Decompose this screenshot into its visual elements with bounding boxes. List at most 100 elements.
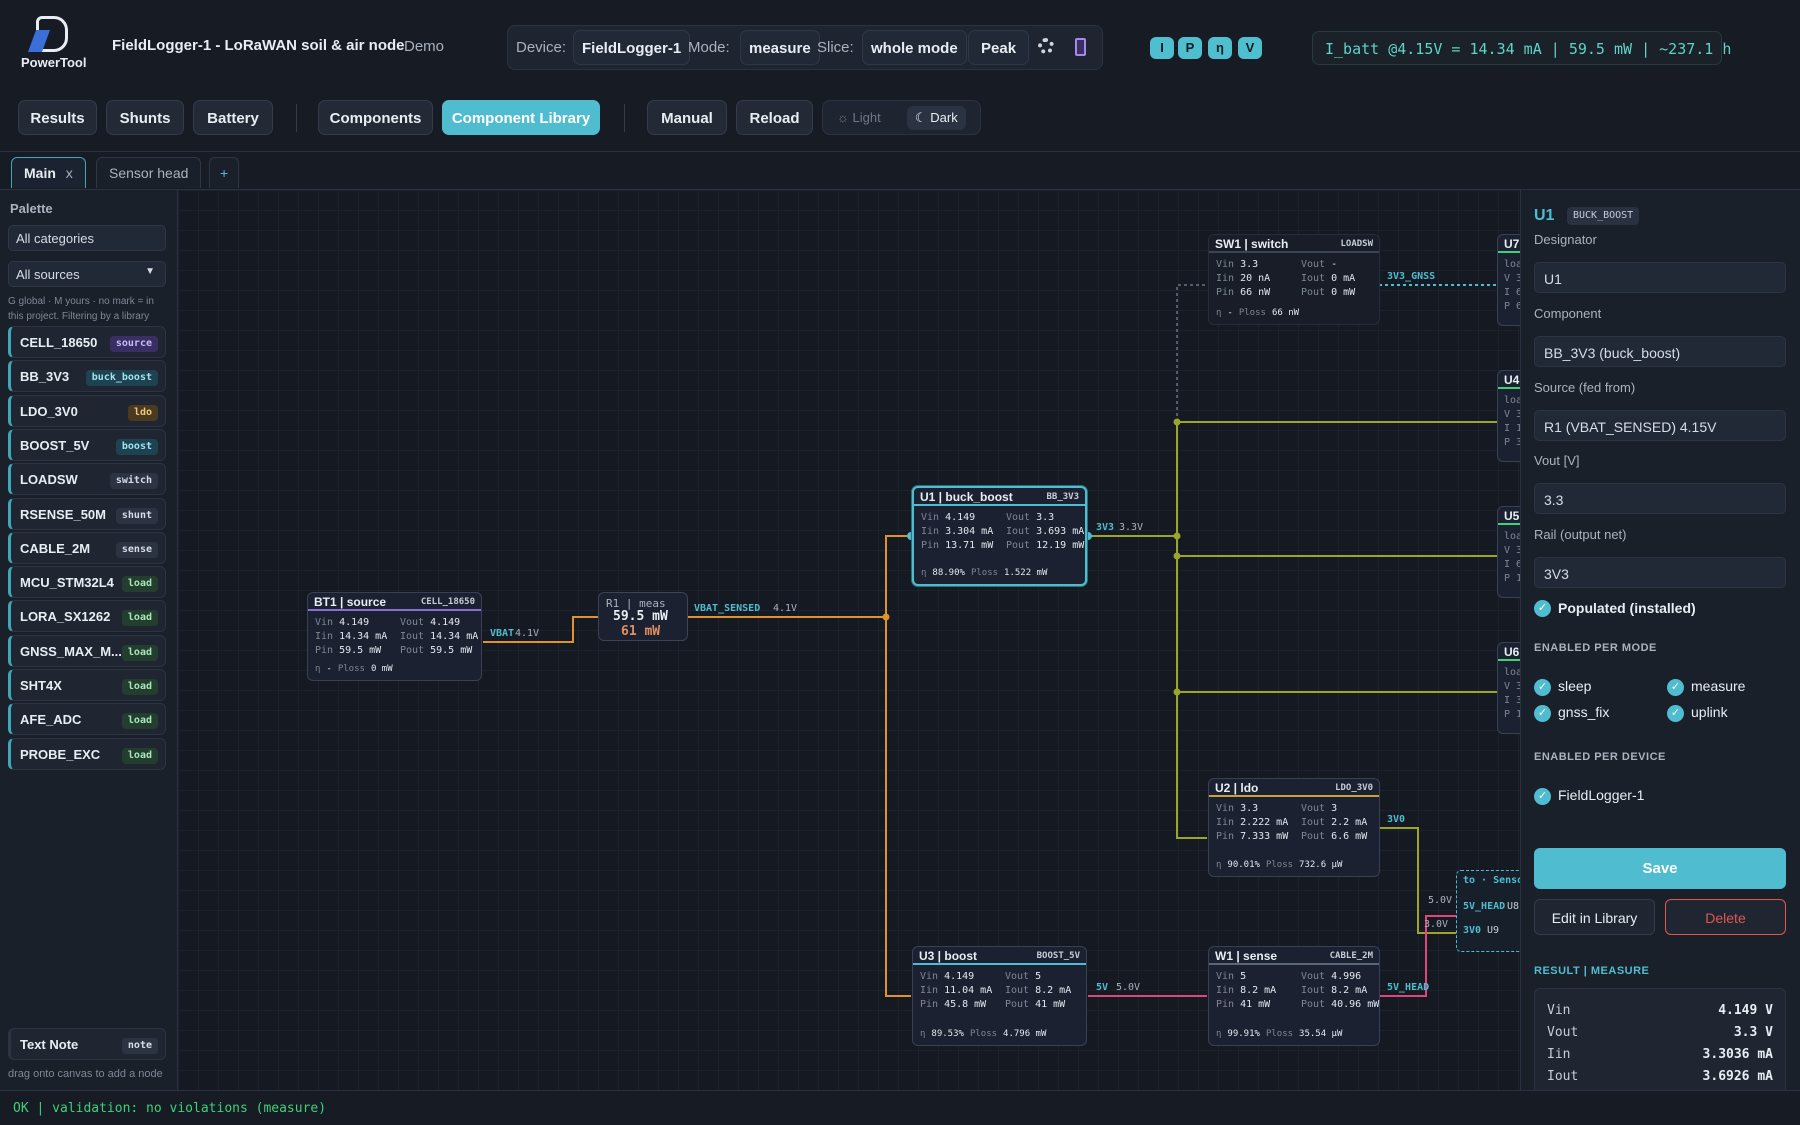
tab-main[interactable]: Main x: [11, 157, 86, 188]
shunts-button[interactable]: Shunts: [106, 100, 184, 135]
node-vin-value: 5: [1240, 971, 1247, 982]
net-label-3v3[interactable]: 3V3: [1096, 522, 1115, 533]
palette-item-name: CELL_18650: [20, 335, 98, 350]
net-label-3v3-gnss[interactable]: 3V3_GNSS: [1387, 271, 1436, 282]
node-pout-key: Pout: [1301, 287, 1326, 298]
category-filter[interactable]: All categories: [8, 225, 166, 251]
junction-dot: [882, 613, 890, 621]
edit-in-library-button[interactable]: Edit in Library: [1534, 899, 1655, 935]
schematic-canvas[interactable]: VBAT 4.1V VBAT_SENSED 4.1V 3V3 3.3V 3V3_…: [178, 190, 1520, 1090]
save-button[interactable]: Save: [1534, 848, 1786, 889]
net-label-3v0[interactable]: 3V0: [1387, 814, 1406, 825]
mode-gnss-fix-checkbox[interactable]: ✓: [1534, 705, 1551, 722]
results-button[interactable]: Results: [18, 100, 97, 135]
net-voltage-vbat: 4.1V: [515, 628, 540, 639]
tab-sensor-head[interactable]: Sensor head: [96, 157, 202, 188]
node-pout-key: Pout: [1005, 999, 1030, 1010]
rail-input[interactable]: 3V3: [1534, 557, 1786, 588]
node-title: U4: [1504, 373, 1520, 387]
mode-measure-checkbox[interactable]: ✓: [1667, 679, 1684, 696]
metric-current-toggle[interactable]: I: [1150, 37, 1174, 59]
source-filter[interactable]: All sources▼: [8, 261, 166, 287]
net-label-5v[interactable]: 5V: [1096, 982, 1109, 993]
theme-dark-option[interactable]: ☾ Dark: [907, 106, 966, 130]
toolbar-divider: [296, 104, 297, 132]
palette-item-name: AFE_ADC: [20, 712, 82, 728]
components-button[interactable]: Components: [318, 100, 433, 135]
node-vout-key: Vout: [400, 617, 425, 628]
metric-efficiency-toggle[interactable]: η: [1208, 37, 1232, 59]
tab-close-icon[interactable]: x: [65, 165, 73, 181]
device-select[interactable]: FieldLogger-1: [573, 30, 691, 65]
reload-button[interactable]: Reload: [736, 100, 813, 135]
node-row: loa: [1504, 259, 1520, 270]
node-header: U7: [1498, 235, 1520, 253]
metric-power-toggle[interactable]: P: [1178, 37, 1202, 59]
node-row: P 6: [1504, 301, 1520, 312]
result-key: Vin: [1547, 1003, 1571, 1018]
delete-button[interactable]: Delete: [1665, 899, 1786, 935]
node-vin-value: 4.149: [339, 617, 370, 628]
peak-button[interactable]: Peak: [968, 30, 1030, 65]
designator-input[interactable]: U1: [1534, 262, 1786, 293]
component-library-button[interactable]: Component Library: [442, 100, 600, 135]
theme-light-option[interactable]: ☼ Light: [829, 106, 889, 130]
wires-layer: [483, 284, 1498, 997]
manual-button[interactable]: Manual: [647, 100, 727, 135]
node-iin-value: 3.304 mA: [945, 526, 994, 537]
phone-icon[interactable]: [1075, 38, 1086, 56]
node-type: CELL_18650: [420, 597, 475, 607]
inspector-type-badge: BUCK_BOOST: [1567, 207, 1640, 225]
component-select[interactable]: BB_3V3 (buck_boost): [1534, 336, 1786, 367]
add-tab-button[interactable]: +: [209, 157, 240, 188]
ploss-value: 4.796 mW: [1003, 1029, 1047, 1039]
offpage-connector-sensor-head[interactable]: to · Senso 5V_HEAD U8 3V0 U9: [1456, 870, 1520, 952]
populated-checkbox[interactable]: ✓: [1534, 600, 1551, 617]
populated-label: Populated (installed): [1558, 600, 1696, 616]
node-r1[interactable]: R1 | meas 59.5 mW 61 mW: [598, 592, 688, 641]
metric-voltage-toggle[interactable]: V: [1238, 37, 1262, 59]
devices-section-title: ENABLED PER DEVICE: [1534, 751, 1666, 763]
mode-sleep-checkbox[interactable]: ✓: [1534, 679, 1551, 696]
app-logo[interactable]: PowerTool: [18, 16, 86, 72]
palette-item-gnss-max-m[interactable]: GNSS_MAX_M...load: [8, 634, 166, 667]
net-label-5v-head[interactable]: 5V_HEAD: [1387, 982, 1430, 993]
battery-button[interactable]: Battery: [193, 100, 273, 135]
palette-item-text-note[interactable]: Text Note note: [8, 1028, 166, 1060]
net-label-vbat-sensed[interactable]: VBAT_SENSED: [694, 603, 761, 614]
mode-select[interactable]: measure: [740, 30, 820, 65]
mode-uplink-checkbox[interactable]: ✓: [1667, 705, 1684, 722]
device-fieldlogger-checkbox[interactable]: ✓: [1534, 788, 1551, 805]
vout-input[interactable]: 3.3: [1534, 483, 1786, 514]
source-select[interactable]: R1 (VBAT_SENSED) 4.15V: [1534, 410, 1786, 441]
gear-icon[interactable]: [1038, 38, 1054, 54]
result-value: 3.3 V: [1733, 1025, 1773, 1040]
slice-select[interactable]: whole mode: [862, 30, 967, 65]
net-label-vbat[interactable]: VBAT: [490, 628, 515, 639]
